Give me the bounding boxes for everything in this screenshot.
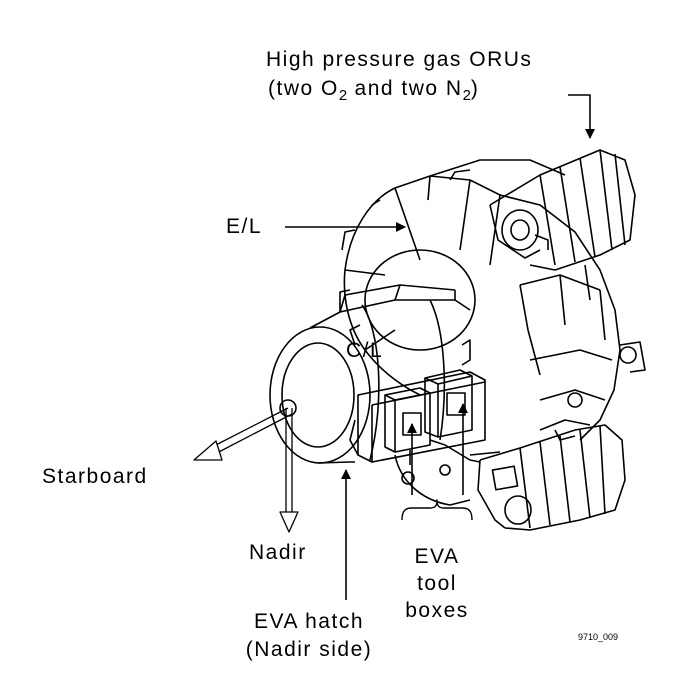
eva-tool-boxes-label-line2: tool	[417, 572, 457, 595]
starboard-axis	[193, 407, 293, 461]
eva-hatch-label-line1: EVA hatch	[253, 610, 364, 633]
eva-tool-boxes	[357, 339, 486, 506]
equipment-lock-label: E/L	[226, 215, 263, 238]
eva-tool-boxes-label-line3: boxes	[405, 599, 469, 622]
crew-lock	[269, 284, 471, 464]
eva-tool-boxes-label-line1: EVA	[414, 545, 460, 568]
gas-orus-label-part-b: and two N	[347, 77, 463, 100]
gas-oru-bottom	[469, 419, 626, 531]
gas-oru-top	[489, 149, 636, 271]
eva-hatch-label-line2: (Nadir side)	[245, 638, 373, 661]
starboard-label: Starboard	[42, 465, 148, 488]
gas-orus-label-line2: (two O2 and two N2)	[268, 76, 479, 109]
crew-lock-label: C/L	[346, 339, 384, 362]
figure-id: 9710_009	[578, 632, 619, 642]
gas-orus-label-part-a: (two O	[268, 77, 339, 100]
nadir-axis	[279, 408, 299, 533]
oxygen-subscript: 2	[338, 87, 348, 104]
gas-orus-label-line1: High pressure gas ORUs	[266, 48, 533, 71]
equipment-lock	[339, 159, 646, 441]
nitrogen-subscript: 2	[462, 87, 471, 104]
gas-orus-label-part-c: )	[470, 77, 480, 100]
nadir-label: Nadir	[249, 541, 307, 564]
callout-lines	[285, 94, 595, 600]
